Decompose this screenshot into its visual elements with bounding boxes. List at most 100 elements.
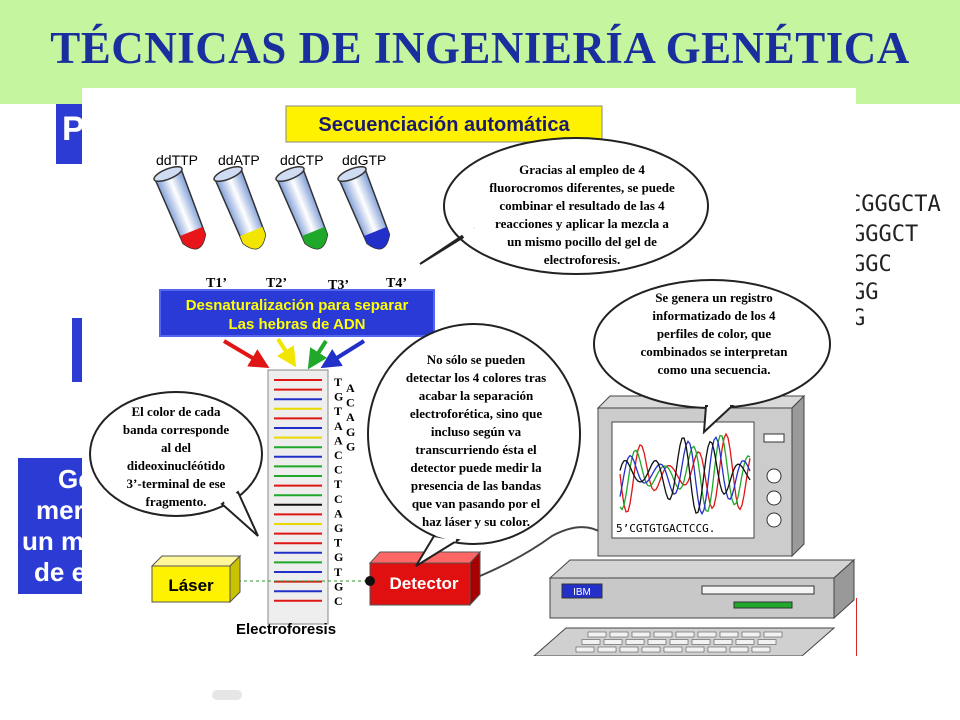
bubble-fluorocromos: Gracias al empleo de 4 fluorocromos dife…: [419, 137, 709, 275]
tube-2: [213, 165, 267, 250]
bubble-line: dideoxinucléótido: [127, 458, 225, 473]
gel-letter: G: [334, 521, 343, 535]
detector-label: Detector: [390, 574, 459, 593]
bg-sequence: GG: [852, 280, 879, 305]
bubble-line: detectar los 4 colores tras: [406, 370, 546, 385]
keyboard-key: [631, 631, 651, 638]
arrow-yellow: [276, 337, 297, 368]
trace-line: [619, 434, 751, 512]
gel-letter: A: [346, 410, 355, 424]
drive-slot: [701, 585, 815, 595]
keyboard-key: [669, 639, 689, 645]
tube-1: [153, 165, 207, 250]
bubble-registro: Se genera un registro informatizado de l…: [593, 279, 831, 435]
monitor-knob: [766, 490, 782, 506]
tubes-group: [153, 165, 391, 250]
tube-tag: T1’: [206, 276, 227, 291]
heading-box: [285, 105, 603, 143]
bubble-line: detector puede medir la: [410, 460, 542, 475]
gel-letter: A: [346, 381, 355, 395]
bg-sequence: GGGCT: [852, 222, 919, 247]
monitor-sequence: 5’CGTGTGACTCCG.: [616, 522, 715, 535]
bubble-line: fluorocromos diferentes, se puede: [489, 180, 675, 195]
detector-box: [369, 562, 471, 606]
bubble-line: banda corresponde: [123, 422, 230, 437]
trace-line: [619, 437, 751, 514]
gel-letter: T: [334, 477, 342, 491]
gel-letter: G: [346, 439, 355, 453]
denaturation-box: [159, 289, 435, 337]
keyboard-key: [619, 646, 639, 653]
keyboard-key: [735, 639, 755, 645]
keyboard-key: [751, 646, 771, 653]
keyboard-key: [685, 646, 705, 653]
bg-fragment-text: P: [62, 110, 85, 148]
gel-letter: G: [334, 550, 343, 564]
denaturation-line: Desnaturalización para separar: [186, 297, 409, 314]
computer: 5’CGTGTGACTCCG. IBM: [532, 394, 856, 657]
bubble-line: 3’-terminal de ese: [127, 476, 226, 491]
tube-label: ddGTP: [342, 152, 386, 168]
denaturation-line: Las hebras de ADN: [229, 316, 366, 333]
gel-letter: G: [334, 579, 343, 593]
gel-letter: A: [334, 506, 343, 520]
gel-bands: [274, 379, 322, 602]
bubble-line: un mismo pocillo del gel de: [507, 234, 657, 249]
bubble-line: al del: [161, 440, 191, 455]
gel-letter: A: [334, 419, 343, 433]
bg-fragment-line: de e: [34, 557, 87, 587]
arrow-green: [307, 339, 328, 370]
keyboard-key: [713, 639, 733, 645]
keyboard-key: [603, 639, 623, 645]
keyboard-key: [691, 639, 711, 645]
gel-letter: T: [334, 404, 342, 418]
bg-fragment-bottom: Ge mer un mi de e: [18, 458, 88, 594]
tube-4: [337, 165, 391, 250]
monitor-knob: [766, 512, 782, 528]
bubble-line: incluso según va: [431, 424, 522, 439]
tube-tag: T2’: [266, 276, 287, 291]
keyboard-key: [663, 646, 683, 653]
bubble-line: No sólo se pueden: [427, 352, 526, 367]
gel-letter: T: [334, 375, 342, 389]
tube-label: ddTTP: [156, 152, 198, 168]
bg-sequence: GGC: [852, 252, 892, 277]
bg-fragment-line: un mi: [22, 526, 88, 556]
bg-fragment-line: Ge: [58, 464, 88, 494]
gel-letter: C: [346, 396, 355, 410]
bubble-line: Gracias al empleo de 4: [519, 162, 645, 177]
bubble-line: como una secuencia.: [657, 362, 770, 377]
keyboard-key: [763, 631, 783, 638]
gel-letter: T: [334, 536, 342, 550]
gel-letter: G: [334, 390, 343, 404]
monitor-slot: [763, 433, 785, 443]
bubble-line: combinar el resultado de las 4: [499, 198, 665, 213]
bubble-line: Se genera un registro: [655, 290, 773, 305]
keyboard-key: [575, 646, 595, 653]
keyboard-key: [647, 639, 667, 645]
bubble-line: combinados se interpretan: [640, 344, 788, 359]
bg-shadow: [212, 690, 242, 700]
sequencing-diagram: Secuenciación automática ddTTP ddATP ddC…: [89, 105, 856, 657]
slide-title: TÉCNICAS DE INGENIERÍA GENÉTICA: [50, 23, 910, 73]
gel-letter: C: [334, 492, 343, 506]
bubble-line: electroforética, sino que: [410, 406, 542, 421]
drive-light: [733, 601, 793, 609]
bubble-line: transcurriendo ésta el: [415, 442, 537, 457]
keyboard-key: [675, 631, 695, 638]
chromatogram-trace: [619, 432, 751, 516]
detector-lens: [365, 576, 375, 586]
brand-label: IBM: [573, 587, 591, 598]
tube-label: ddATP: [218, 152, 260, 168]
bubble-line: El color de cada: [132, 404, 221, 419]
keyboard-key: [707, 646, 727, 653]
keyboard-key: [741, 631, 761, 638]
keyboard-key: [597, 646, 617, 653]
keyboard-key: [581, 639, 601, 645]
title-band: [0, 0, 960, 104]
keyboard-keys: [575, 631, 783, 653]
brand-badge: [561, 583, 603, 599]
keyboard-key: [625, 639, 645, 645]
keyboard-key: [719, 631, 739, 638]
